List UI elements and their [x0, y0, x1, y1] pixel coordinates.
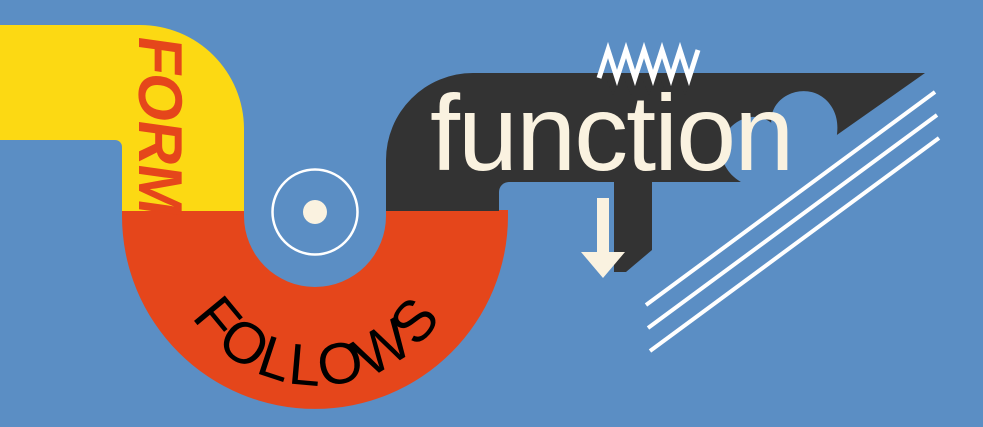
target-circle-dot [303, 200, 327, 224]
headline-function: function [430, 72, 792, 193]
speed-line-1 [644, 90, 937, 307]
zigzag-icon [596, 41, 701, 87]
charcoal-descending-tab [614, 182, 652, 272]
orange-u-turn-arc [122, 210, 508, 409]
target-circle [271, 168, 359, 256]
yellow-elbow-band [0, 25, 244, 211]
down-arrow-icon [581, 198, 625, 278]
speed-line-2 [646, 113, 939, 330]
headline-form: FORM [125, 32, 194, 220]
charcoal-elbow-band [386, 73, 925, 211]
target-circle-ring [271, 168, 359, 256]
diagonal-speed-lines [644, 90, 941, 353]
speed-line-3 [648, 136, 941, 353]
